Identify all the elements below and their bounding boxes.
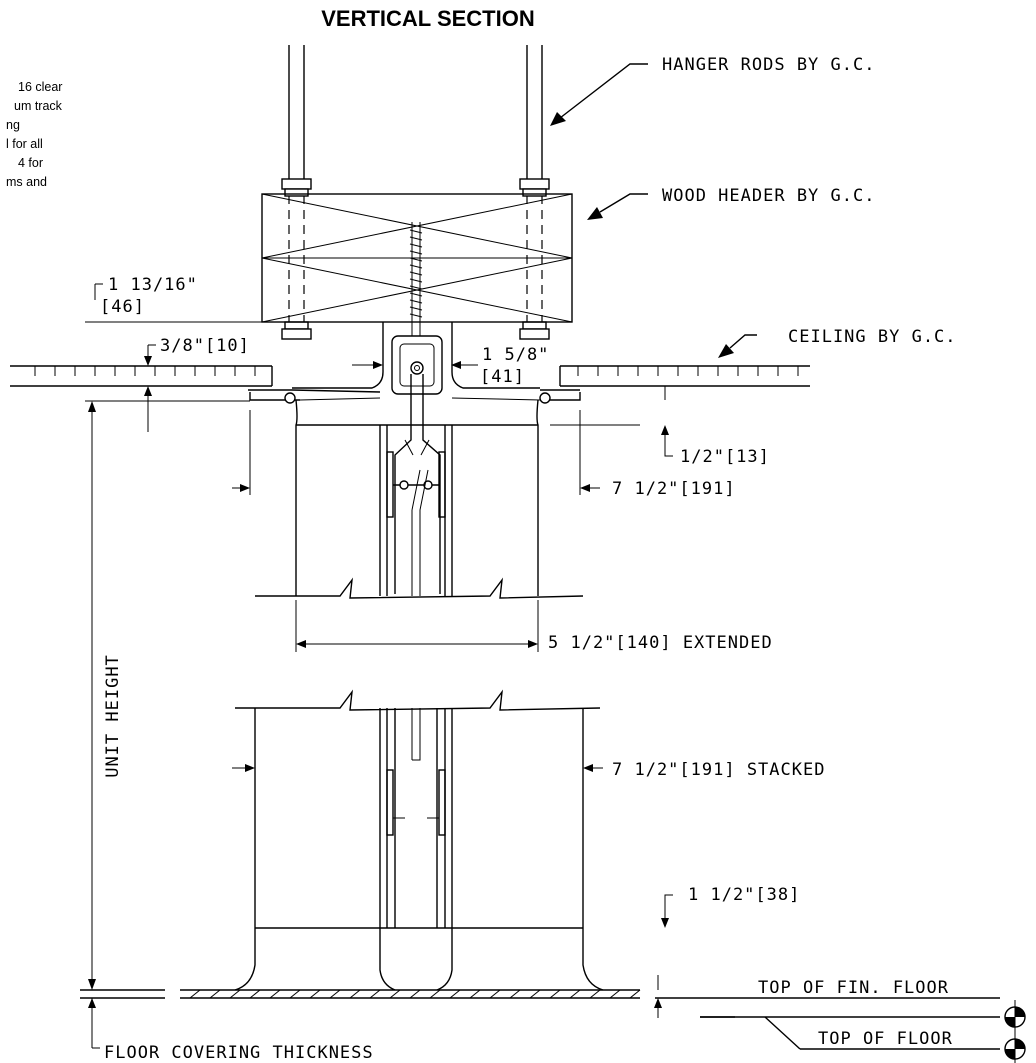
dim-floor-covering: [88, 975, 662, 1049]
side-note-line: ng: [6, 118, 20, 132]
elevation-marker-floor: [1004, 1032, 1026, 1063]
dim-7-1-2-stacked: 7 1/2"[191] STACKED: [232, 760, 825, 780]
lag-screw: [409, 222, 423, 340]
unit-height-label: UNIT HEIGHT: [103, 654, 123, 778]
side-note-line: um track: [14, 99, 63, 113]
ceiling-left: [10, 365, 273, 387]
hanger-rods: [281, 45, 550, 340]
side-note-line: l for all: [6, 137, 43, 151]
label-floor-covering: FLOOR COVERING THICKNESS: [104, 1043, 374, 1063]
elevation-marker-fin-floor: [1004, 1000, 1026, 1034]
dim-41-text: [41]: [480, 367, 525, 387]
label-wood-header: WOOD HEADER BY G.C.: [662, 186, 875, 206]
side-note-line: ms and: [6, 175, 47, 189]
panel-upper: [255, 399, 584, 599]
wood-header: [261, 193, 573, 340]
dim-3-8-text: 3/8"[10]: [160, 336, 250, 356]
dim-1-5-8: 1 5/8" [41]: [352, 345, 549, 387]
dim-1-1-2-text: 1 1/2"[38]: [688, 885, 800, 905]
dim-7-1-2-stk-text: 7 1/2"[191] STACKED: [612, 760, 825, 780]
leaders: [550, 63, 757, 358]
dim-1-1-2: 1 1/2"[38]: [661, 885, 800, 928]
side-note: 16 clear um track ng l for all 4 for ms …: [6, 80, 63, 189]
label-top-fin-floor: TOP OF FIN. FLOOR: [758, 978, 949, 998]
dim-1-2-text: 1/2"[13]: [680, 447, 770, 467]
dim-7-1-2-extended: 7 1/2"[191]: [232, 410, 736, 499]
dim-1-5-8-text: 1 5/8": [482, 345, 549, 365]
dim-1-2: 1/2"[13]: [550, 386, 770, 467]
dim-46-text: [46]: [100, 297, 145, 317]
side-note-line: 16 clear: [18, 80, 62, 94]
dim-3-8: 3/8"[10]: [85, 336, 250, 432]
panel-lower: [234, 689, 604, 991]
label-hanger-rods: HANGER RODS BY G.C.: [662, 55, 875, 75]
dim-1-13-16: 1 13/16" [46]: [85, 275, 262, 323]
side-note-line: 4 for: [18, 156, 43, 170]
label-ceiling: CEILING BY G.C.: [788, 327, 957, 347]
dim-1-13-16-text: 1 13/16": [108, 275, 198, 295]
track-assembly: [248, 322, 581, 410]
dim-7-1-2-ext-text: 7 1/2"[191]: [612, 479, 736, 499]
floor: [80, 989, 1000, 1050]
drawing-title: VERTICAL SECTION: [321, 6, 535, 31]
label-top-floor: TOP OF FLOOR: [818, 1029, 953, 1049]
dim-5-1-2-text: 5 1/2"[140] EXTENDED: [548, 633, 773, 653]
dim-5-1-2: 5 1/2"[140] EXTENDED: [295, 600, 773, 653]
ceiling-right: [559, 365, 810, 387]
dim-unit-height: UNIT HEIGHT: [88, 401, 123, 990]
